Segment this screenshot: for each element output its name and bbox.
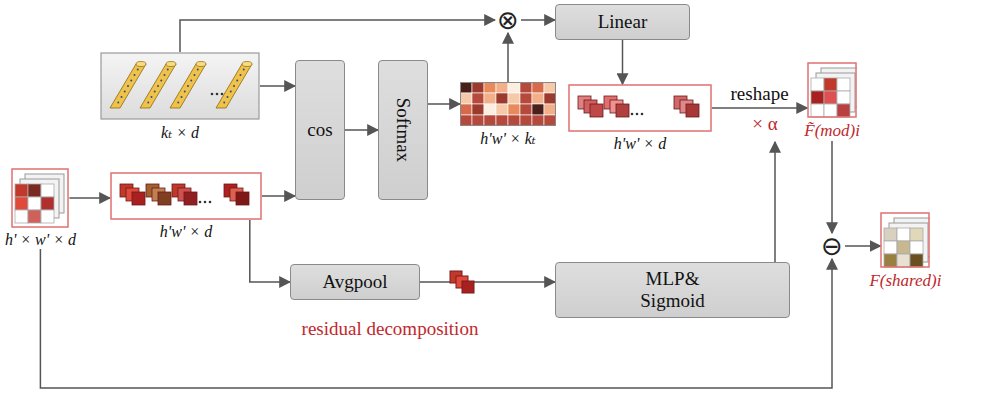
- box-label: Avgpool: [322, 271, 387, 293]
- dimension-label: h'w' × d: [614, 135, 666, 153]
- flow-arrow: [622, 40, 624, 84]
- multiply-operator: ⊗: [495, 7, 521, 33]
- box-label: Softmax: [392, 98, 414, 162]
- dimension-label: h'w' × kₜ: [480, 129, 535, 148]
- flow-arrow: [845, 245, 881, 247]
- flow-arrow: [69, 197, 110, 199]
- operator-symbol: ⊖: [821, 233, 843, 259]
- icon-figure: [880, 212, 930, 268]
- icon-figure: [11, 168, 69, 228]
- flow-arrow: [831, 141, 833, 233]
- flow-arrow: [250, 220, 290, 282]
- avgpool-box: Avgpool: [290, 264, 420, 300]
- flow-arrow: [345, 129, 378, 131]
- attention-matrix: h'w' × kₜ: [460, 82, 556, 148]
- scale-wire: [775, 142, 776, 262]
- dimension-label: F(shared)i: [869, 271, 941, 291]
- cos-box: cos: [295, 60, 345, 200]
- box-label: MLP& Sigmoid: [628, 268, 718, 312]
- box-label: cos: [307, 119, 332, 141]
- icon-figure: [568, 84, 712, 132]
- icon-figure: [807, 62, 857, 118]
- box-label: Linear: [598, 11, 648, 33]
- flow-arrow: [180, 20, 495, 52]
- softmax-box: Softmax: [378, 60, 428, 200]
- icon-figure: [100, 52, 260, 120]
- flow-arrow: [40, 249, 832, 388]
- dimension-label: kₜ × d: [161, 123, 199, 142]
- pooled-token: [450, 271, 474, 293]
- flow-arrow: [260, 85, 295, 87]
- operator-symbol: ⊗: [497, 7, 519, 33]
- flattened-tokens: h'w' × d: [110, 172, 262, 241]
- linear-box: Linear: [555, 4, 690, 40]
- flow-arrow: [428, 103, 460, 105]
- icon-figure: [110, 172, 262, 220]
- section-title: residual decomposition: [302, 318, 479, 340]
- flow-arrow: [420, 281, 555, 283]
- flow-arrow: [262, 195, 295, 197]
- icon-figure: [460, 82, 556, 126]
- scale-factor: × α: [752, 113, 777, 135]
- mlp-sigmoid-box: MLP& Sigmoid: [555, 262, 790, 318]
- shared-feature: F(shared)i: [869, 212, 942, 291]
- output-tokens: h'w' × d: [568, 84, 712, 153]
- key-tokens: kₜ × d: [100, 52, 260, 142]
- flow-arrow: [507, 33, 509, 82]
- flow-arrow: [712, 107, 807, 109]
- dimension-label: h' × w' × d: [5, 231, 76, 249]
- modality-feature: F̃(mod)i: [804, 62, 860, 141]
- edge-label: reshape: [731, 83, 789, 105]
- flow-arrow: [521, 19, 555, 21]
- dimension-label: F̃(mod)i: [804, 121, 860, 141]
- input-feature-map: h' × w' × d: [4, 168, 76, 249]
- subtract-operator: ⊖: [819, 233, 845, 259]
- dimension-label: h'w' × d: [160, 223, 212, 241]
